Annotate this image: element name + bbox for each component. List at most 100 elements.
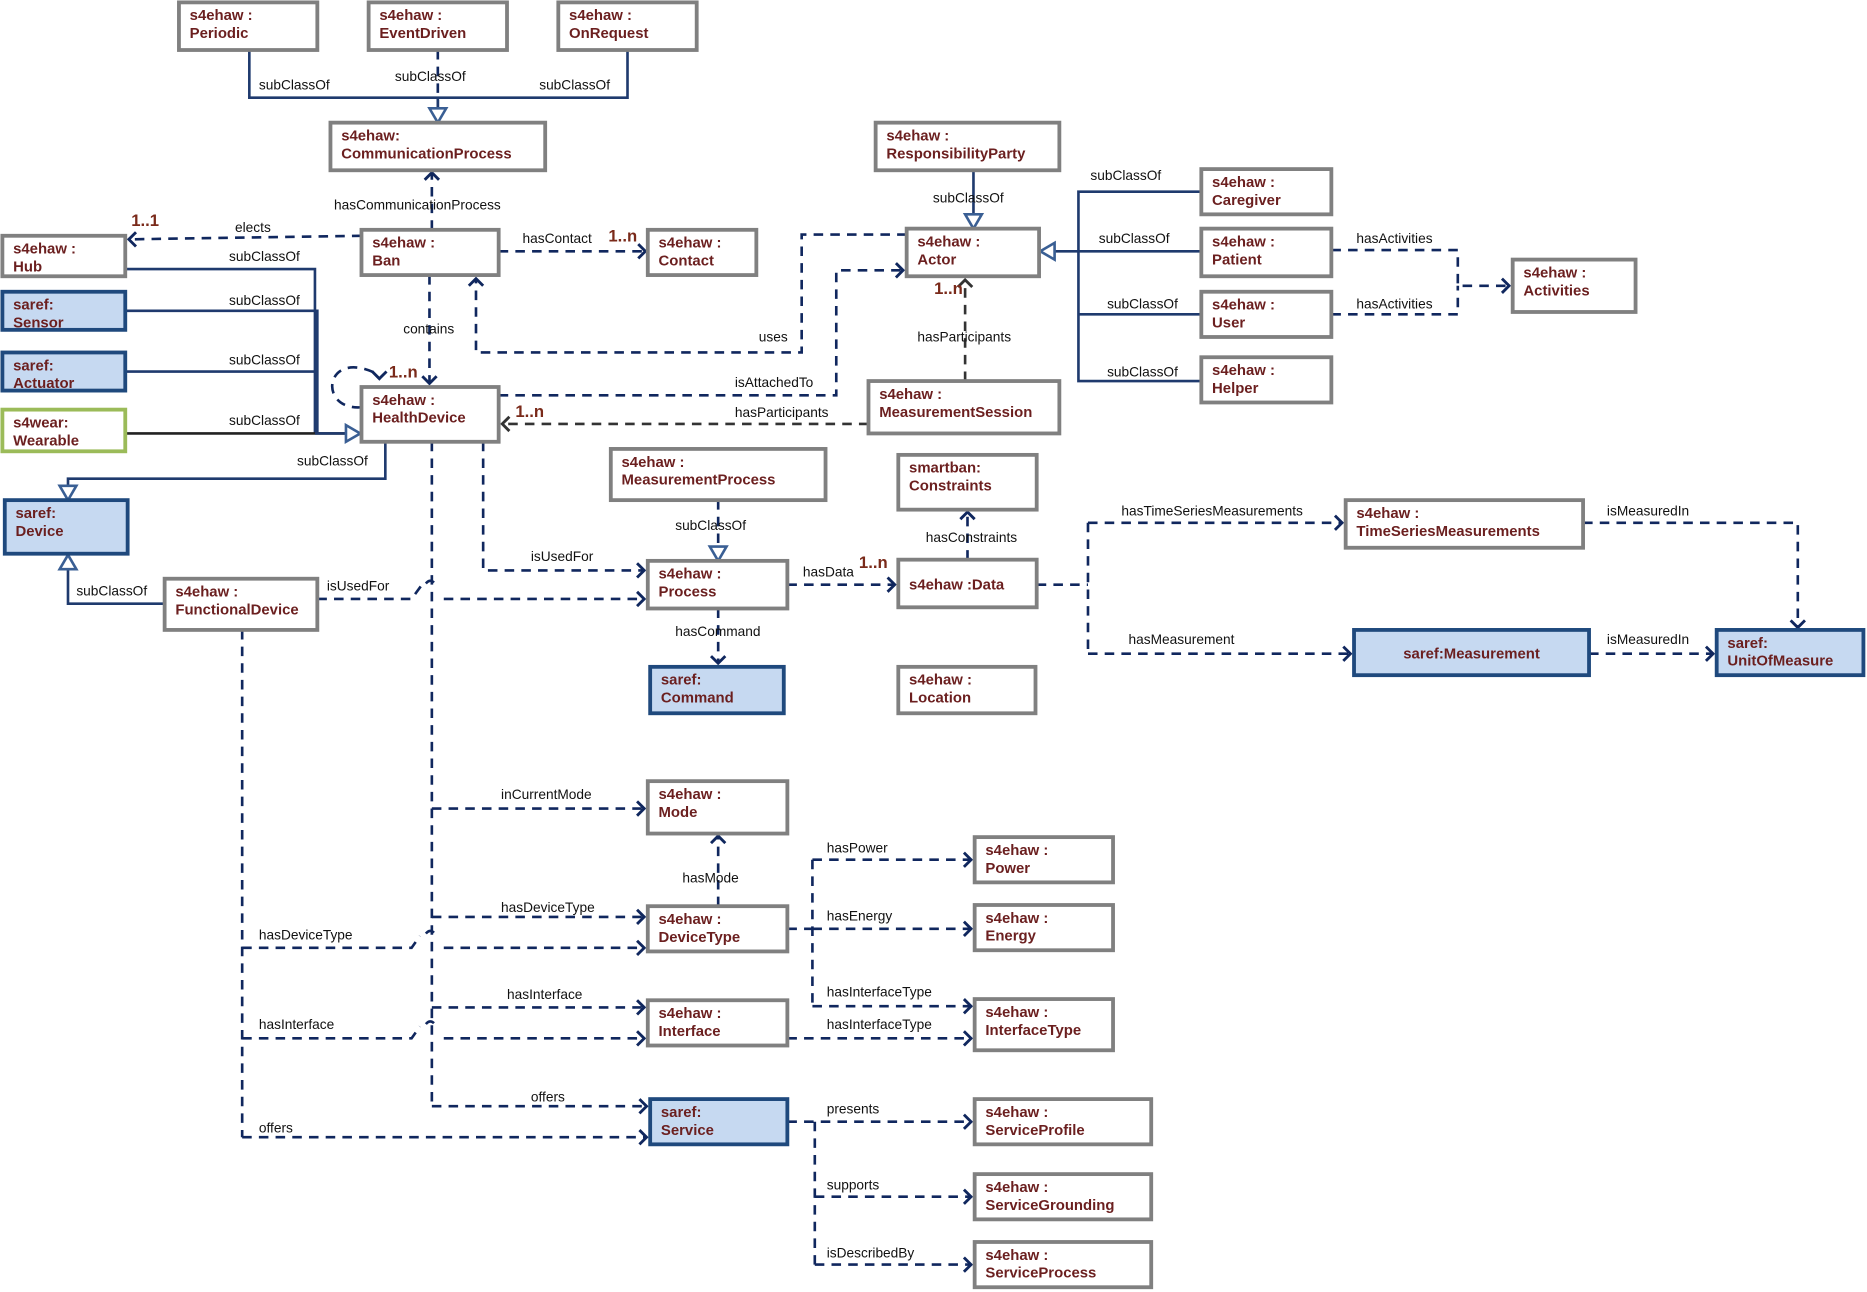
class-node-msession[interactable]: s4ehaw :MeasurementSession xyxy=(866,379,1062,436)
class-node-devicetype[interactable]: s4ehaw :DeviceType xyxy=(645,904,790,954)
edge-label-isMeasuredIn_ts: isMeasuredIn xyxy=(1607,504,1689,519)
arrowhead-icon xyxy=(962,1256,974,1273)
class-name: Ban xyxy=(372,254,400,270)
class-name: Power xyxy=(985,861,1030,877)
edge-labels-layer: subClassOfsubClassOfsubClassOfhasCommuni… xyxy=(76,69,1689,1260)
class-node-interface[interactable]: s4ehaw :Interface xyxy=(645,998,790,1048)
class-node-constraints[interactable]: smartban:Constraints xyxy=(896,452,1039,512)
class-node-user[interactable]: s4ehaw :User xyxy=(1199,289,1334,339)
class-node-location[interactable]: s4ehaw :Location xyxy=(896,664,1038,716)
class-node-measurement[interactable]: saref:Measurement xyxy=(1352,628,1591,678)
class-node-periodic[interactable]: s4ehaw :Periodic xyxy=(177,0,320,52)
class-node-caregiver[interactable]: s4ehaw :Caregiver xyxy=(1199,167,1334,217)
arrowhead-icon xyxy=(636,590,647,608)
class-prefix: s4ehaw : xyxy=(1523,265,1586,281)
class-name: ServiceGrounding xyxy=(985,1198,1114,1214)
class-prefix: saref: xyxy=(661,673,702,689)
arrowhead-icon xyxy=(1704,645,1716,662)
edge-label-hasPower: hasPower xyxy=(827,841,888,856)
class-prefix: s4ehaw : xyxy=(909,673,972,689)
edge-label-caregiver_sub: subClassOf xyxy=(1090,168,1161,183)
class-node-activities[interactable]: s4ehaw :Activities xyxy=(1510,257,1638,314)
class-name: Patient xyxy=(1212,252,1262,268)
class-name: Actuator xyxy=(13,376,74,392)
class-box xyxy=(972,1172,1154,1222)
arrowhead-icon xyxy=(638,1129,649,1146)
arrowhead-icon xyxy=(423,170,441,181)
class-node-process[interactable]: s4ehaw :Process xyxy=(645,558,790,611)
class-node-serviceprofile[interactable]: s4ehaw :ServiceProfile xyxy=(972,1097,1154,1147)
class-node-sensor[interactable]: saref:Sensor xyxy=(0,289,128,332)
edge-label-hasInterface_hd: hasInterface xyxy=(507,987,582,1002)
class-box xyxy=(866,379,1062,436)
class-node-helper[interactable]: s4ehaw :Helper xyxy=(1199,355,1334,405)
class-node-power[interactable]: s4ehaw :Power xyxy=(972,835,1115,885)
edge-label-hasData: hasData xyxy=(803,564,854,579)
edge-isMeasuredIn-ts xyxy=(1583,521,1800,627)
class-node-command[interactable]: saref: Command xyxy=(648,664,786,716)
edge-label-hasTimeSeriesMeasurements: hasTimeSeriesMeasurements xyxy=(1121,504,1303,519)
class-box xyxy=(645,558,790,611)
class-prefix: s4ehaw : xyxy=(1212,298,1275,314)
edge-label-hasMeasurement: hasMeasurement xyxy=(1129,632,1235,647)
class-prefix: s4ehaw : xyxy=(569,8,632,24)
class-node-hub[interactable]: s4ehaw :Hub xyxy=(0,233,128,279)
class-prefix: s4ehaw : xyxy=(917,235,980,251)
class-node-servicegrounding[interactable]: s4ehaw :ServiceGrounding xyxy=(972,1172,1154,1222)
class-name: Hub xyxy=(13,260,42,276)
class-node-wearable[interactable]: s4wear:Wearable xyxy=(0,407,128,454)
class-name: InterfaceType xyxy=(985,1023,1081,1039)
class-node-data[interactable]: s4ehaw :Data xyxy=(896,557,1039,610)
edge-subclass-hub xyxy=(125,267,317,434)
multiplicity-hasData: 1..n xyxy=(859,553,888,572)
arrowhead-icon xyxy=(894,262,906,279)
class-node-contact[interactable]: s4ehaw :Contact xyxy=(645,227,759,277)
edge-label-isAttachedTo: isAttachedTo xyxy=(735,375,814,390)
class-box xyxy=(1352,628,1591,678)
class-node-actor[interactable]: s4ehaw :Actor xyxy=(904,226,1041,279)
class-node-patient[interactable]: s4ehaw :Patient xyxy=(1199,226,1334,279)
class-name: User xyxy=(1212,315,1245,331)
class-node-ban[interactable]: s4ehaw :Ban xyxy=(359,227,501,277)
edge-label-wearable_sub: subClassOf xyxy=(229,413,300,428)
class-node-serviceprocess[interactable]: s4ehaw :ServiceProcess xyxy=(972,1240,1154,1290)
edge-label-isDescribedBy: isDescribedBy xyxy=(827,1245,915,1260)
edge-label-responsibility_sub: subClassOf xyxy=(933,190,1004,205)
class-box xyxy=(648,664,786,716)
class-node-onrequest[interactable]: s4ehaw :OnRequest xyxy=(556,0,699,52)
class-node-mode[interactable]: s4ehaw :Mode xyxy=(645,779,790,836)
arrowhead-icon xyxy=(962,1030,974,1047)
class-prefix: s4ehaw : xyxy=(659,236,722,252)
class-box xyxy=(1199,226,1334,279)
class-name: Command xyxy=(661,691,734,707)
class-node-responsibility[interactable]: s4ehaw :ResponsibilityParty xyxy=(873,120,1062,173)
edge-isUsedFor-hd xyxy=(481,441,645,572)
class-node-actuator[interactable]: saref:Actuator xyxy=(0,350,128,393)
class-node-mprocess[interactable]: s4ehaw :MeasurementProcess xyxy=(608,447,828,503)
edge-label-hasParticipants_hd: hasParticipants xyxy=(735,405,829,420)
class-box xyxy=(0,350,128,393)
class-node-functionaldevice[interactable]: s4ehaw :FunctionalDevice xyxy=(162,576,320,632)
class-node-service[interactable]: saref:Service xyxy=(648,1097,790,1147)
class-node-device[interactable]: saref:Device xyxy=(2,498,130,556)
class-box xyxy=(162,576,320,632)
arrowhead-icon xyxy=(636,939,647,957)
class-name: Process xyxy=(659,585,717,601)
class-box xyxy=(1199,167,1334,217)
class-node-unitofmeasure[interactable]: saref:UnitOfMeasure xyxy=(1714,628,1866,678)
edge-subclass-actor-trunk xyxy=(1077,190,1202,383)
class-node-healthdevice[interactable]: s4ehaw :HealthDevice xyxy=(359,385,501,444)
edge-label-elects: elects xyxy=(235,220,271,235)
class-box xyxy=(1510,257,1638,314)
edge-jump xyxy=(424,929,439,939)
class-node-eventdriven[interactable]: s4ehaw :EventDriven xyxy=(366,0,509,52)
class-name: MeasurementSession xyxy=(879,405,1032,421)
class-name: Service xyxy=(661,1123,714,1139)
class-prefix: saref: xyxy=(13,298,54,314)
edge-label-user_sub: subClassOf xyxy=(1107,296,1178,311)
class-node-interfacetype[interactable]: s4ehaw :InterfaceType xyxy=(972,997,1115,1053)
class-node-commprocess[interactable]: s4ehaw:CommunicationProcess xyxy=(328,120,548,173)
class-node-energy[interactable]: s4ehaw :Energy xyxy=(972,903,1115,953)
edge-label-isUsedFor_fd: isUsedFor xyxy=(327,579,390,594)
class-node-timeseries[interactable]: s4ehaw :TimeSeriesMeasurements xyxy=(1343,498,1585,550)
